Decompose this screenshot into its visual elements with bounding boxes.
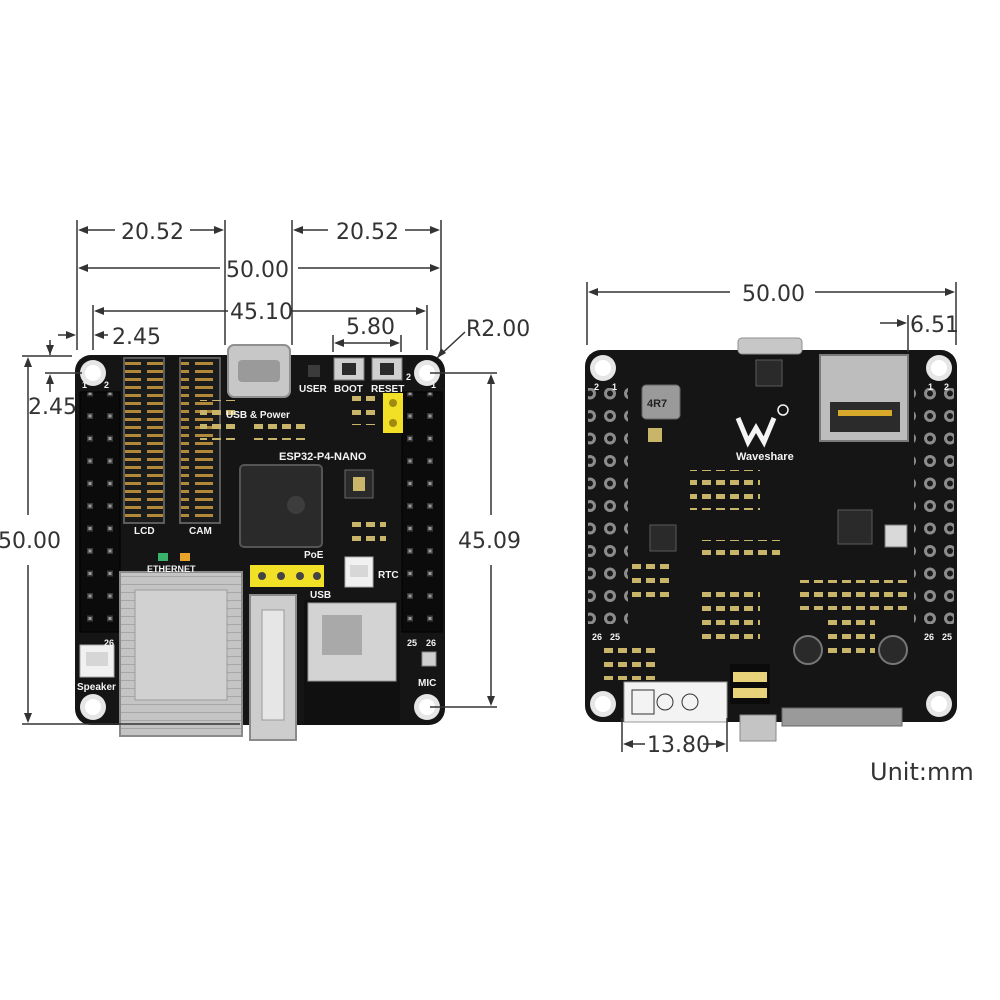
dim-label-width: 13.80 — [647, 733, 710, 758]
front-pin-label-25r: 25 — [407, 638, 417, 648]
brand-label: Waveshare — [736, 451, 794, 463]
ethernet-label: ETHERNET — [147, 564, 196, 574]
rtc-label: RTC — [378, 570, 399, 581]
dim-corner-radius: R2.00 — [466, 317, 530, 342]
back-pin-label-2: 2 — [594, 382, 599, 392]
dim-total-height: 50.00 — [0, 529, 61, 554]
back-pin-label-26r: 26 — [924, 632, 934, 642]
lcd-connector — [123, 357, 165, 524]
dim-right-half-width: 20.52 — [336, 220, 399, 245]
dim-corner-offset-x: 2.45 — [112, 325, 161, 350]
esp32-p4-chip — [239, 464, 323, 548]
back-board: 4R7 Waveshare — [585, 337, 957, 742]
front-dimension-lines — [22, 220, 497, 725]
back-pin-label-25r: 25 — [942, 632, 952, 642]
waveshare-logo: Waveshare — [735, 404, 794, 463]
boot-label: BOOT — [334, 384, 363, 395]
dim-corner-offset-y: 2.45 — [28, 395, 77, 420]
front-pin-label-2: 2 — [104, 380, 109, 390]
inductor — [641, 384, 681, 420]
dim-back-total-width: 50.00 — [742, 282, 805, 307]
front-pin-label-1: 1 — [82, 380, 87, 390]
board-model-label: ESP32-P4-NANO — [279, 451, 367, 463]
dim-hole-spacing: 45.10 — [230, 300, 293, 325]
back-ic — [649, 524, 677, 552]
front-dimension-values: 20.52 20.52 50.00 45.10 2.45 5.80 R2.00 … — [0, 220, 530, 554]
poe-label: PoE — [304, 550, 324, 561]
back-round-component — [878, 635, 908, 665]
microphone — [421, 651, 437, 667]
dim-button-pitch: 5.80 — [346, 315, 395, 340]
back-right-pin-holes — [914, 388, 954, 624]
back-dimension-arrows — [588, 288, 955, 748]
back-pin-label-1r: 1 — [928, 382, 933, 392]
back-usb-a-edge — [739, 714, 777, 742]
usb-power-label: USB & Power — [226, 410, 290, 421]
lcd-label: LCD — [134, 526, 155, 537]
reset-label: RESET — [371, 384, 404, 395]
back-pin-label-25: 25 — [610, 632, 620, 642]
cam-label: CAM — [189, 526, 212, 537]
mic-label: MIC — [418, 678, 436, 689]
back-dimension-values: 50.00 6.51 13.80 — [647, 282, 959, 758]
user-led — [308, 365, 320, 377]
dim-total-width: 50.00 — [226, 258, 289, 283]
back-ic — [755, 359, 783, 387]
inductor-marking: 4R7 — [647, 398, 667, 410]
back-pin-label-2r: 2 — [944, 382, 949, 392]
front-pin-label-26r: 26 — [426, 638, 436, 648]
back-label-sticker — [623, 681, 728, 723]
dim-hole-spacing-vertical: 45.09 — [458, 529, 521, 554]
front-pin-label-26: 26 — [104, 638, 114, 648]
cam-connector — [179, 357, 221, 524]
back-round-component — [793, 635, 823, 665]
back-ic — [837, 509, 873, 545]
poe-header — [250, 565, 324, 587]
back-pin-label-26: 26 — [592, 632, 602, 642]
back-usb-c-edge — [737, 337, 803, 355]
right-pin-header — [401, 391, 443, 633]
usb-label: USB — [310, 590, 331, 601]
speaker-label: Speaker — [77, 682, 116, 693]
back-left-pin-holes — [588, 388, 628, 624]
jumper-block — [383, 393, 403, 433]
back-bottom-connector — [781, 707, 903, 727]
dim-left-half-width: 20.52 — [121, 220, 184, 245]
front-dimension-arrows — [24, 226, 495, 723]
front-board: ESP32-P4-NANO LCD CAM ETHERNET USB & Pow… — [75, 344, 445, 741]
dim-sd-offset: 6.51 — [910, 313, 959, 338]
front-pin-label-1r: 1 — [431, 380, 436, 390]
front-pin-label-2r: 2 — [406, 372, 411, 382]
left-pin-header — [79, 391, 121, 633]
user-label: USER — [299, 384, 328, 395]
unit-label: Unit:mm — [870, 758, 974, 786]
back-mounting-holes — [590, 355, 952, 717]
back-pin-label-1: 1 — [612, 382, 617, 392]
front-mounting-holes — [80, 360, 440, 720]
